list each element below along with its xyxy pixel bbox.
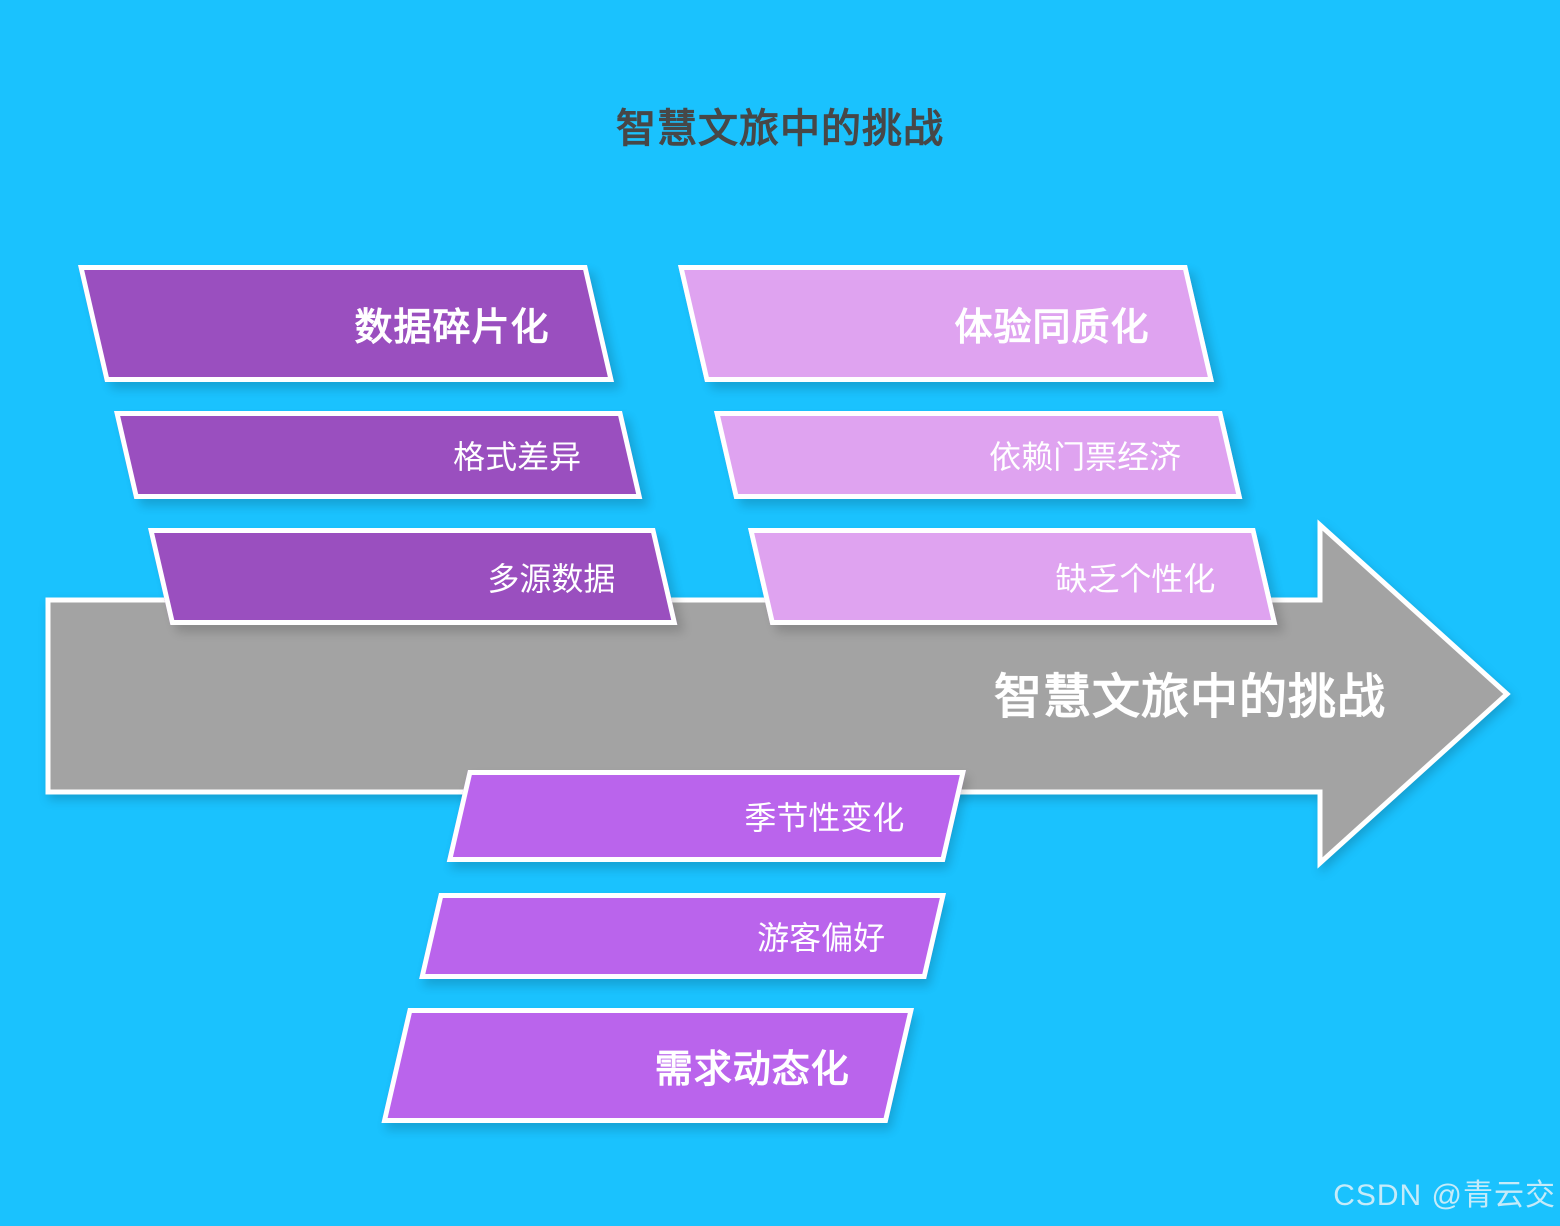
item-box-visitor-preferences: 游客偏好 [419,893,946,979]
item-label-lack-of-personalization: 缺乏个性化 [1055,560,1216,597]
item-label-multi-source-data: 多源数据 [487,560,616,597]
header-label-data-fragmentation: 数据碎片化 [354,307,550,349]
header-box-data-fragmentation: 数据碎片化 [78,265,615,382]
header-label-experience-homogenization: 体验同质化 [954,307,1150,349]
item-box-lack-of-personalization: 缺乏个性化 [748,528,1278,625]
item-box-multi-source-data: 多源数据 [148,528,678,625]
item-box-seasonal-variation: 季节性变化 [446,770,966,862]
item-label-visitor-preferences: 游客偏好 [757,920,886,956]
item-box-ticket-economy-dependence: 依赖门票经济 [714,411,1243,499]
header-box-experience-homogenization: 体验同质化 [678,265,1215,382]
item-label-format-differences: 格式差异 [453,439,582,475]
arrow-label: 智慧文旅中的挑战 [993,671,1386,724]
item-label-ticket-economy-dependence: 依赖门票经济 [989,439,1182,475]
item-box-format-differences: 格式差异 [114,411,643,499]
header-box-demand-dynamics: 需求动态化 [381,1008,914,1123]
item-label-seasonal-variation: 季节性变化 [744,800,905,836]
diagram-title: 智慧文旅中的挑战 [616,107,944,151]
watermark: CSDN @青云交 [1333,1179,1556,1212]
header-label-demand-dynamics: 需求动态化 [654,1049,850,1091]
